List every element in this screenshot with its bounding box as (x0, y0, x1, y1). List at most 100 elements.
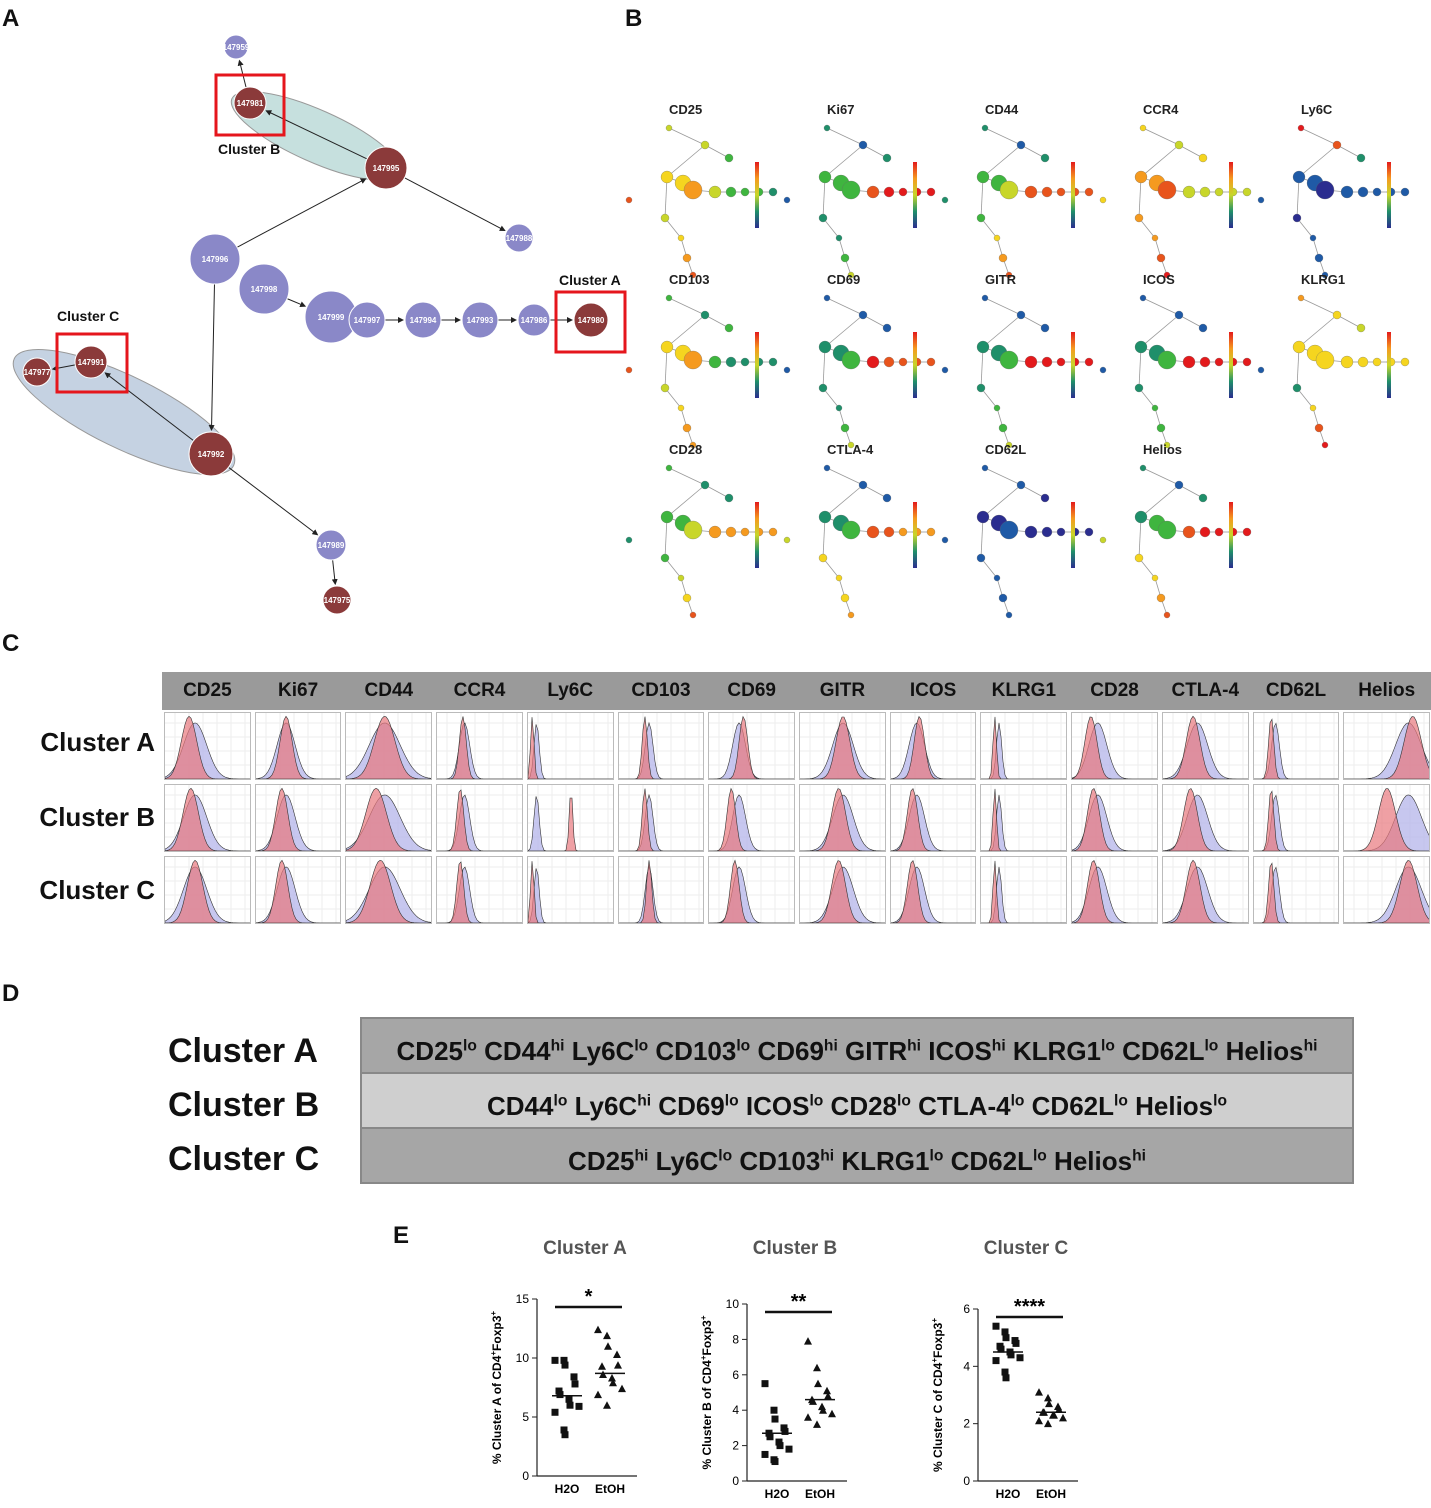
tree-node (981, 294, 989, 302)
hist-row (162, 854, 1431, 926)
tree-node (941, 536, 949, 544)
phenotype-level: lo (1213, 1092, 1227, 1109)
marker-tree-title: Ki67 (827, 102, 854, 117)
tree-node (1357, 356, 1369, 368)
hist-cluster (346, 716, 432, 779)
phenotype-marker: CD25lo (397, 1036, 477, 1066)
tree-node (660, 510, 674, 524)
hist-cell (1071, 712, 1158, 780)
tree-node (1257, 366, 1265, 374)
data-point-triangle (804, 1337, 812, 1345)
tree-node (677, 404, 685, 412)
tree-node (708, 185, 722, 199)
network-node (348, 301, 386, 339)
data-point-triangle (594, 1390, 602, 1399)
tree-node (708, 525, 722, 539)
phenotype-marker-name: Helios (1054, 1145, 1133, 1176)
tree-node (625, 196, 633, 204)
hist-row-label-a: Cluster A (40, 727, 155, 757)
hist-plot (1072, 713, 1157, 779)
hist-plot (981, 857, 1067, 923)
tree-node (740, 527, 750, 537)
data-point-triangle (819, 1406, 827, 1414)
tree-node (1151, 234, 1159, 242)
hist-plot (346, 857, 432, 923)
tree-edge (1142, 127, 1180, 146)
tree-node (683, 350, 703, 370)
data-point-triangle (823, 1386, 831, 1395)
x-tick-label: H2O (765, 1487, 790, 1501)
data-point-triangle (1035, 1416, 1043, 1425)
hist-cell (1252, 856, 1340, 924)
data-point-triangle (1044, 1419, 1052, 1428)
phenotype-level: lo (929, 1147, 944, 1164)
phenotype-level: hi (823, 1037, 838, 1054)
tree-node (1163, 271, 1171, 279)
color-scale-bar (913, 502, 917, 568)
hist-plot (255, 785, 341, 851)
hist-cluster (164, 859, 250, 923)
hist-cluster (1253, 790, 1339, 851)
tree-node (882, 323, 892, 333)
data-point-square (1007, 1351, 1015, 1359)
tree-node (999, 520, 1019, 540)
phenotype-marker: KLRG1lo (1013, 1036, 1115, 1066)
data-point-square (1002, 1334, 1010, 1342)
tree-edge (822, 557, 840, 579)
hist-cell (889, 856, 977, 924)
phenotype-marker-name: CD62L (1122, 1035, 1205, 1066)
tree-node (683, 180, 703, 200)
hist-plot (255, 713, 341, 779)
tree-edge (822, 516, 826, 559)
y-tick-label: 10 (726, 1297, 740, 1311)
data-point-triangle (804, 1413, 812, 1421)
tree-node (898, 527, 908, 537)
hist-cell (1161, 712, 1249, 780)
tree-edge (984, 467, 1022, 486)
network-node-label: 147980 (578, 316, 605, 325)
phenotype-marker-name: CD44 (487, 1090, 554, 1121)
hist-plot (1162, 713, 1248, 779)
tree-node (858, 480, 868, 490)
tree-node (883, 526, 895, 538)
tree-node (1174, 140, 1184, 150)
tree-node (700, 140, 710, 150)
data-point-square (575, 1402, 583, 1410)
tree-node (1016, 310, 1026, 320)
network-edge (331, 559, 338, 586)
hist-cell (980, 856, 1068, 924)
phenotype-marker: ICOShi (928, 1036, 1005, 1066)
tree-node (625, 536, 633, 544)
data-point-square (770, 1406, 778, 1414)
tree-node (1016, 480, 1026, 490)
hist-cell (1343, 784, 1431, 852)
network-node-label: 147986 (521, 316, 548, 325)
network-node (322, 585, 352, 615)
phenotype-marker: Ly6Clo (572, 1036, 648, 1066)
tree-node (882, 153, 892, 163)
tree-node (1024, 355, 1038, 369)
data-point-square (555, 1387, 563, 1395)
hist-cell (254, 856, 342, 924)
tree-edge (824, 484, 864, 518)
color-scale-bar (913, 162, 917, 228)
tree-node (1182, 185, 1196, 199)
significance-label: **** (1014, 1296, 1045, 1318)
marker-tree-title: CTLA-4 (827, 442, 874, 457)
tree-node (818, 340, 832, 354)
tree-edge (704, 144, 730, 159)
tree-node (1372, 357, 1382, 367)
tree-edge (1296, 387, 1314, 409)
tree-node (883, 356, 895, 368)
marker-tree-title: CD28 (669, 442, 702, 457)
hist-plot (255, 857, 341, 923)
data-point-square (771, 1415, 779, 1423)
tree-node (847, 611, 855, 619)
color-scale-bar (1387, 332, 1391, 398)
tree-node (1099, 196, 1107, 204)
hist-plot (890, 713, 976, 779)
tree-node (1199, 186, 1211, 198)
tree-edge (826, 467, 864, 486)
tree-node (1297, 124, 1305, 132)
